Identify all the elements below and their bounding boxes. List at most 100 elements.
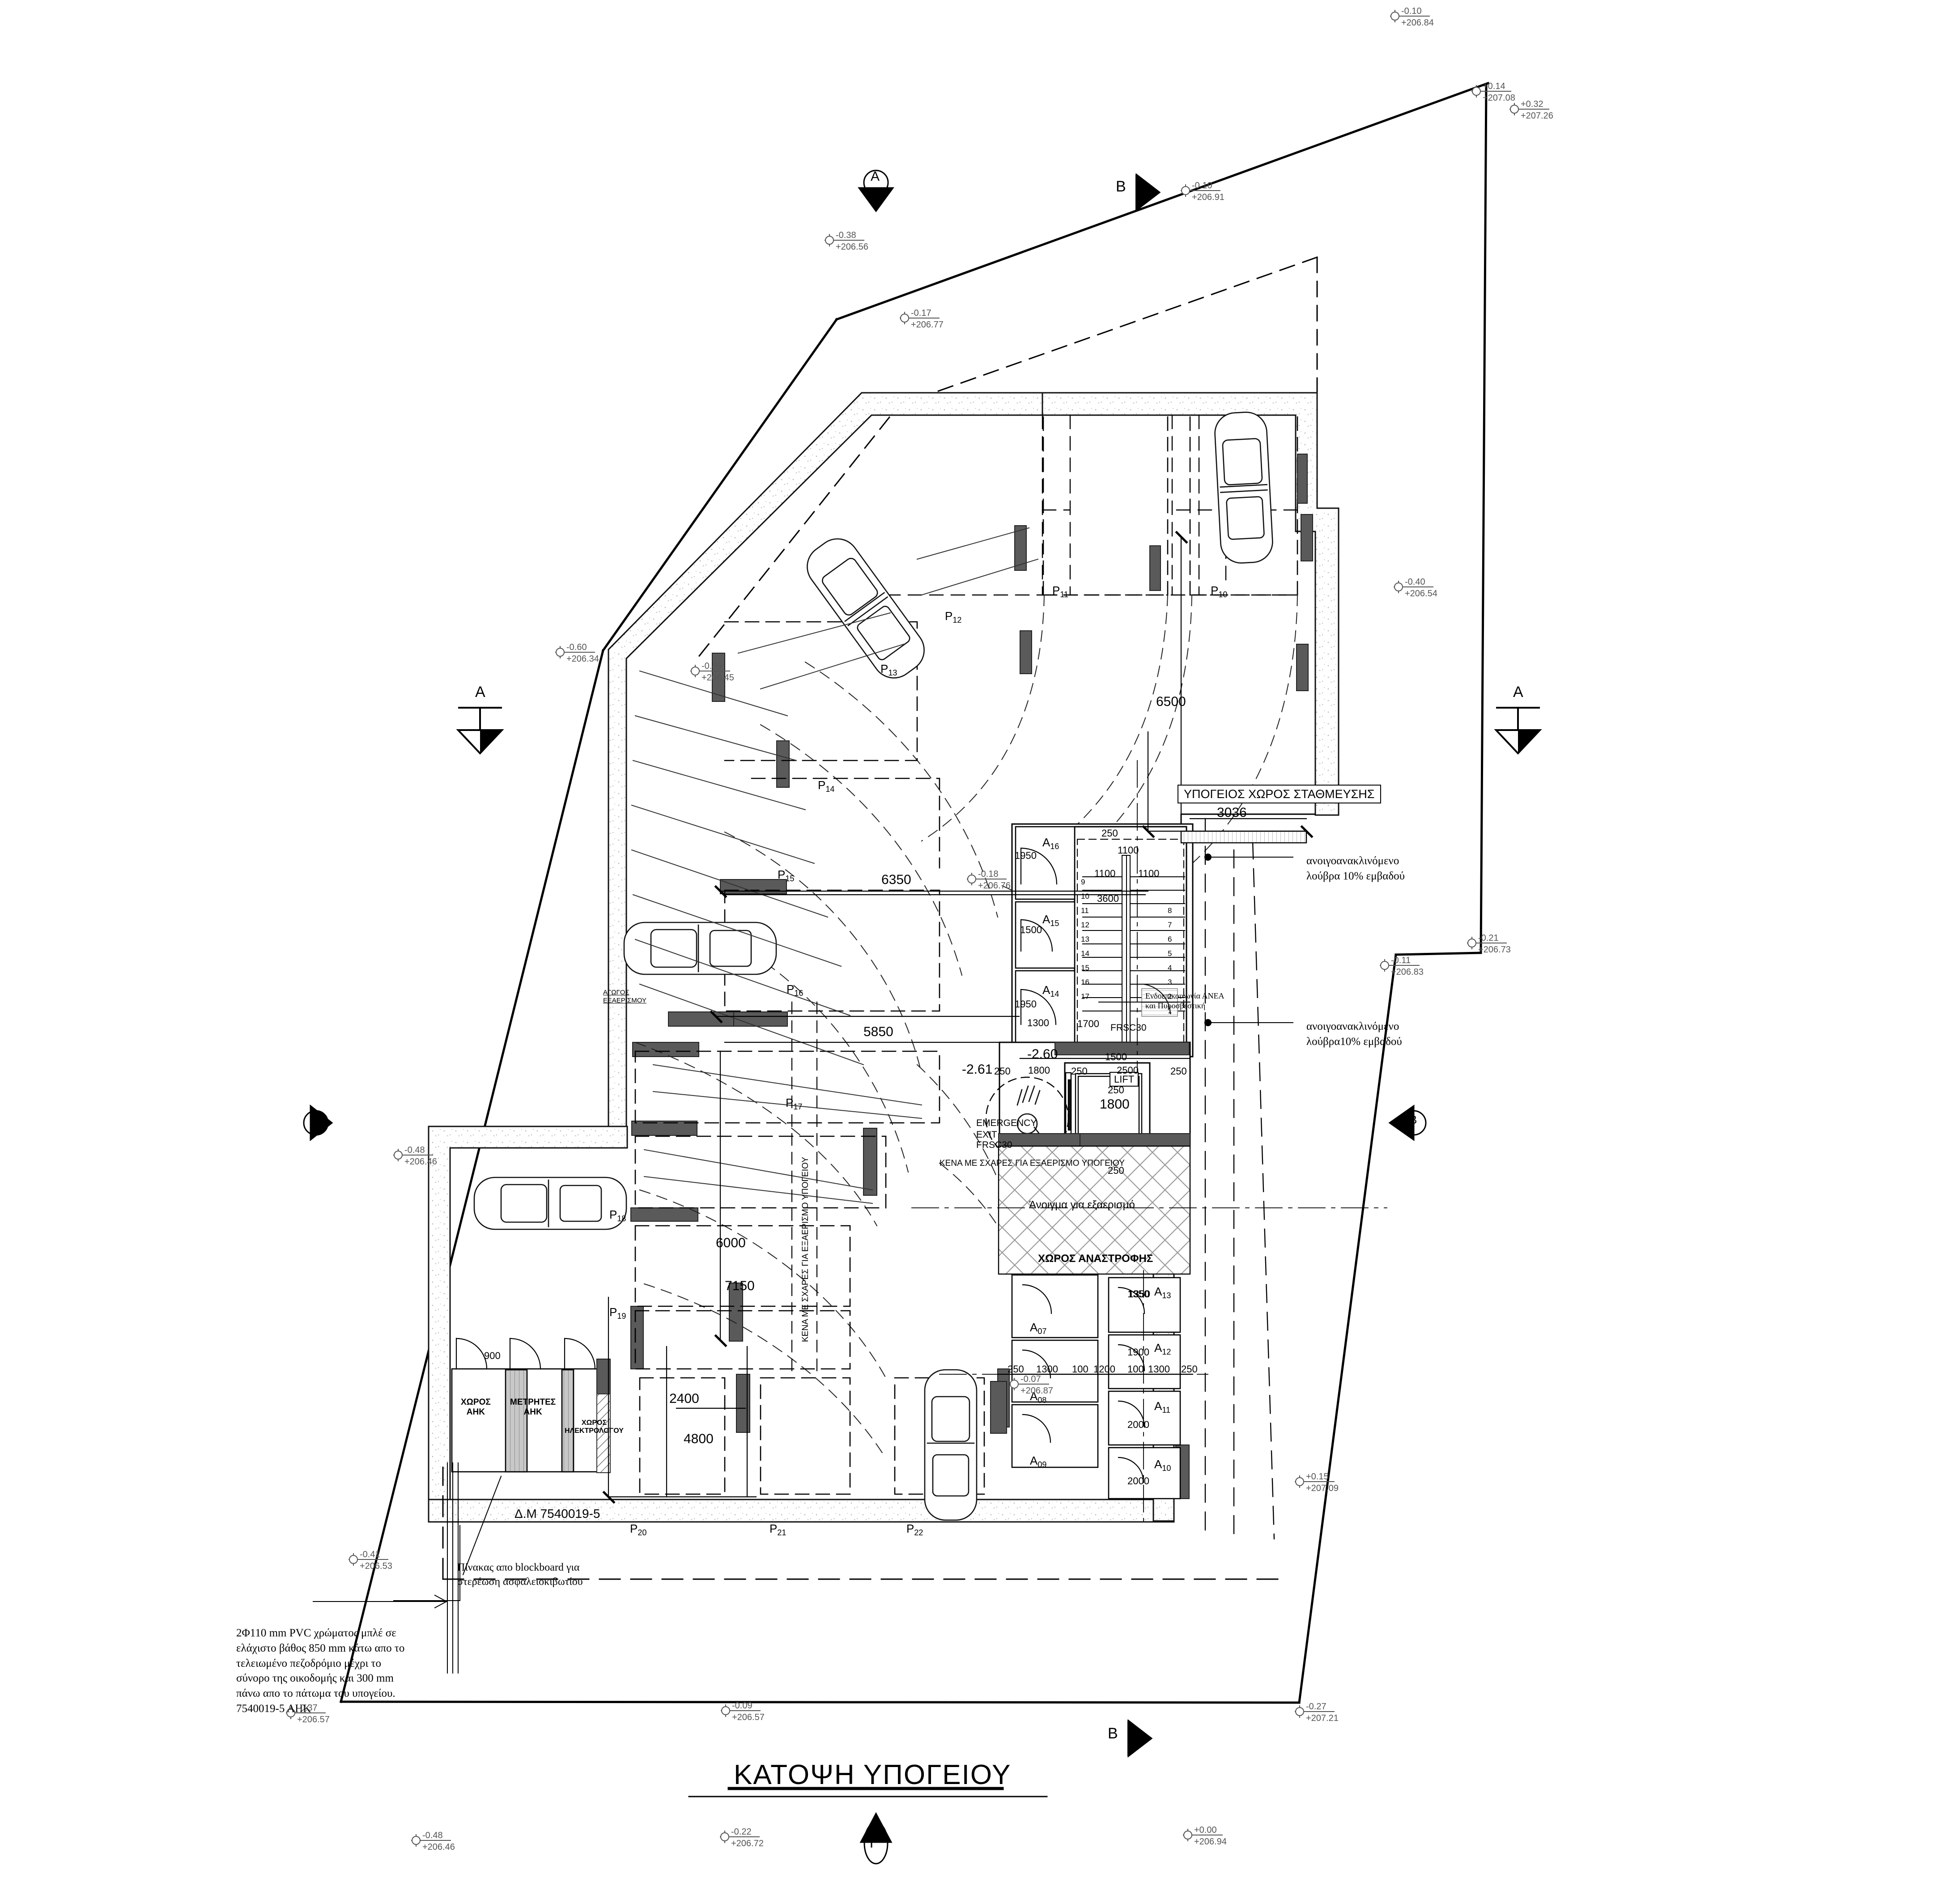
elevation-absolute: +206.46 bbox=[422, 1842, 455, 1852]
elevation-relative: -0.07 bbox=[1020, 1374, 1041, 1384]
elevation-relative: -0.22 bbox=[731, 1827, 752, 1837]
parking-label-P10: P10 bbox=[1211, 584, 1228, 599]
stair-step-number: 15 bbox=[1081, 964, 1089, 972]
elevation-relative: +0.00 bbox=[1194, 1825, 1217, 1835]
elevation-relative: -0.60 bbox=[566, 642, 587, 652]
elevation-marker bbox=[1183, 1829, 1223, 1841]
elevation-marker bbox=[1467, 937, 1507, 949]
page-title: ΚΑΤΟΨΗ ΥΠΟΓΕΙΟΥ bbox=[734, 1759, 1012, 1790]
turning-area-label: ΧΩΡΟΣ ΑΝΑΣΤΡΟΦΗΣ bbox=[1038, 1253, 1153, 1265]
dim-250-e: 250 bbox=[1108, 1165, 1124, 1176]
elevation-absolute: +206.34 bbox=[566, 654, 599, 664]
note-pvc: 2Φ110 mm PVC χρώματος μπλέ σε ελάχιστο β… bbox=[236, 1627, 405, 1715]
storage-label-A07: A07 bbox=[1030, 1321, 1047, 1336]
elevation-absolute: +206.46 bbox=[404, 1157, 437, 1167]
elevation-absolute: +207.09 bbox=[1306, 1483, 1339, 1493]
elevation-relative: -0.10 bbox=[1401, 6, 1422, 16]
dim-1200: 1200 bbox=[1093, 1364, 1115, 1375]
elevation-marker bbox=[555, 646, 595, 658]
dim-1950-b: 1950 bbox=[1015, 998, 1037, 1010]
note-blockboard: Πίνακας απο blockboard για στερέωση ασφα… bbox=[457, 1562, 583, 1588]
stair-door-fire-rating: FRSC30 bbox=[1110, 1023, 1147, 1033]
section-marker-B-left bbox=[303, 1104, 333, 1142]
dim-4800: 4800 bbox=[684, 1432, 714, 1446]
storage-label-A15: A15 bbox=[1042, 913, 1059, 928]
dim-1800: 1800 bbox=[1028, 1065, 1050, 1076]
elevation-relative: +0.15 bbox=[1306, 1472, 1329, 1482]
section-letter-B-left: B bbox=[311, 1113, 319, 1126]
elevation-marker bbox=[1394, 581, 1433, 593]
parking-label-P12: P12 bbox=[945, 609, 962, 625]
stair-step-number: 6 bbox=[1168, 935, 1172, 943]
stair-step-number: 16 bbox=[1081, 978, 1089, 986]
storage-label-A09: A09 bbox=[1030, 1454, 1047, 1470]
section-letter-B-right: B bbox=[1409, 1113, 1417, 1126]
vent-duct-label: ΑΓΩΓΟΣ ΕΞΑΕΡΙΣΜΟΥ bbox=[603, 989, 646, 1004]
dim-3600: 3600 bbox=[1097, 893, 1119, 904]
dim-1950-a: 1950 bbox=[1015, 850, 1037, 861]
parking-label-P16: P16 bbox=[787, 982, 804, 998]
parking-zone-dim: 3036 bbox=[1217, 805, 1247, 820]
dim-1900: 1900 bbox=[1127, 1347, 1149, 1358]
dim-250-c: 250 bbox=[1170, 1066, 1187, 1077]
storage-label-A10: A10 bbox=[1154, 1457, 1171, 1473]
dim-1350-r: 1350 bbox=[1128, 1288, 1150, 1300]
elevation-absolute: +207.26 bbox=[1521, 111, 1553, 121]
parking-label-P14: P14 bbox=[818, 778, 835, 794]
stair-step-number: 17 bbox=[1081, 992, 1089, 1001]
elevation-absolute: +206.94 bbox=[1194, 1837, 1227, 1847]
elevation-marker bbox=[393, 1149, 433, 1161]
parking-label-P19: P19 bbox=[609, 1305, 626, 1321]
elevation-marker bbox=[1009, 1378, 1049, 1390]
dim-250-b: 250 bbox=[1071, 1066, 1088, 1077]
plot-reference: Δ.Μ 7540019-5 bbox=[514, 1507, 600, 1521]
stair-step-number: 14 bbox=[1081, 949, 1089, 958]
elevation-relative: -0.48 bbox=[404, 1145, 425, 1155]
dim-6500: 6500 bbox=[1156, 694, 1186, 709]
elevation-absolute: +206.84 bbox=[1401, 18, 1434, 28]
elevation-marker bbox=[825, 234, 864, 246]
elevation-absolute: +206.91 bbox=[1192, 192, 1224, 202]
elevation-marker bbox=[1295, 1705, 1335, 1718]
dim-250-g: 250 bbox=[1181, 1364, 1198, 1375]
elevation-absolute: +206.56 bbox=[836, 242, 868, 252]
elevation-absolute: +206.72 bbox=[731, 1839, 764, 1848]
elevation-relative: -0.18 bbox=[978, 869, 999, 879]
dim-1500-a: 1500 bbox=[1020, 924, 1042, 935]
dim-2500: 2500 bbox=[1117, 1065, 1139, 1076]
note-louvre-lower: ανοιγοανακλινόμενο λούβρα10% εμβαδού bbox=[1306, 1020, 1402, 1048]
elevation-relative: -0.21 bbox=[1478, 933, 1499, 943]
section-marker-B-right bbox=[1388, 1105, 1427, 1141]
elevation-relative: -0.49 bbox=[702, 661, 722, 671]
parking-label-P17: P17 bbox=[786, 1096, 803, 1112]
lift-dimension: 1800 bbox=[1100, 1097, 1130, 1112]
stair-step-number: 10 bbox=[1081, 892, 1089, 901]
room-ahk-space-label: ΧΩΡΟΣ ΑΗΚ bbox=[461, 1398, 491, 1417]
stair-step-number: 11 bbox=[1081, 906, 1089, 915]
dim-250-a: 250 bbox=[994, 1066, 1011, 1077]
stair-step-number: 4 bbox=[1168, 964, 1172, 972]
parking-zone-label: ΥΠΟΓΕΙΟΣ ΧΩΡΟΣ ΣΤΑΘΜΕΥΣΗΣ bbox=[1178, 785, 1381, 803]
elevation-absolute: +206.87 bbox=[1020, 1386, 1053, 1396]
storage-label-A14: A14 bbox=[1042, 983, 1059, 999]
elevation-absolute: +207.08 bbox=[1483, 93, 1515, 103]
elevation-absolute: +206.57 bbox=[297, 1715, 330, 1725]
stair-step-number: 12 bbox=[1081, 921, 1089, 929]
elevation-relative: -0.09 bbox=[732, 1701, 753, 1711]
elevation-absolute: +207.21 bbox=[1306, 1713, 1339, 1723]
dim-1100-b: 1100 bbox=[1094, 868, 1116, 879]
elevation-relative: -0.17 bbox=[911, 308, 931, 318]
stair-step-number: 5 bbox=[1168, 949, 1172, 958]
emergency-exit-fire-rating: FRSC30 bbox=[976, 1140, 1012, 1150]
parking-label-P21: P21 bbox=[770, 1522, 787, 1538]
section-letter-B-bottom: B bbox=[1108, 1725, 1118, 1742]
stair-step-number: 13 bbox=[1081, 935, 1089, 943]
section-letter-A-left: A bbox=[475, 684, 485, 701]
storage-label-A12: A12 bbox=[1154, 1341, 1171, 1357]
storage-label-A16: A16 bbox=[1042, 836, 1059, 851]
elevation-marker bbox=[1471, 85, 1511, 98]
stair-step-number: 8 bbox=[1168, 906, 1172, 915]
parking-label-P18: P18 bbox=[609, 1208, 626, 1224]
level-basement-floor-2: -2.61 bbox=[962, 1062, 993, 1077]
dim-250-d: 250 bbox=[1108, 1084, 1124, 1096]
